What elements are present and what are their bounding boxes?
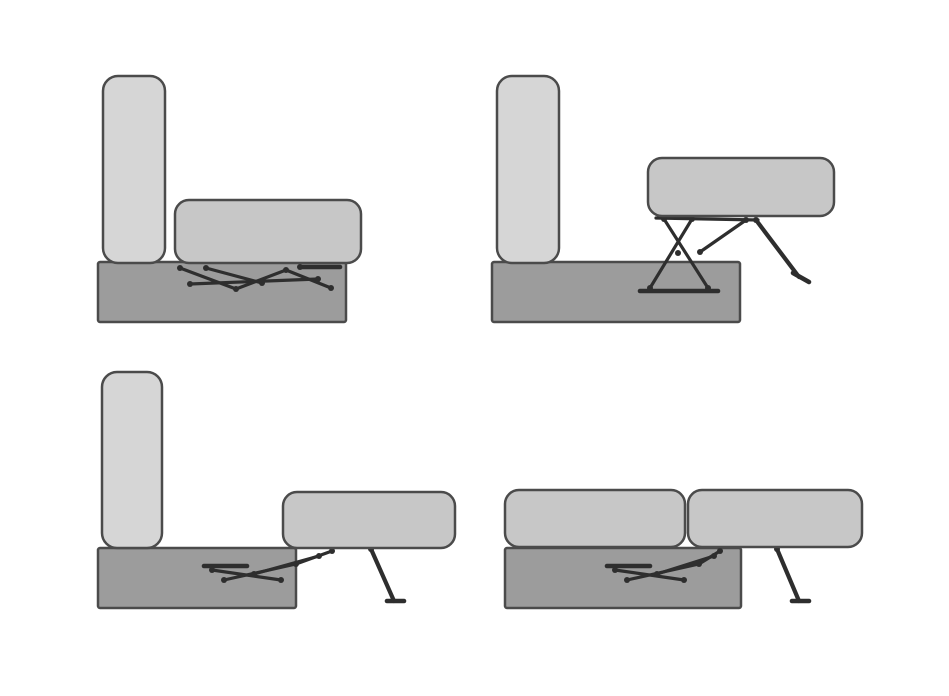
hinge-pins: [177, 264, 334, 292]
hinge-pin: [329, 548, 335, 554]
hinge-pins: [209, 546, 374, 583]
hinge-pin: [221, 577, 227, 583]
backrest-cushion: [495, 74, 561, 265]
hinge-pin: [328, 285, 334, 291]
leg-foot: [790, 270, 812, 285]
backrest-cushion: [100, 370, 164, 550]
panel-stage-4-bed-unfolded: [503, 488, 864, 610]
hinge-pin: [753, 217, 759, 223]
hinge-pin: [675, 250, 681, 256]
mechanism-link: [178, 266, 238, 291]
folding-mechanism-scissor: [637, 216, 812, 294]
hinge-pin: [647, 285, 653, 291]
bed-cushion-rear: [503, 488, 687, 549]
sofa-base: [96, 546, 298, 610]
hinge-pin: [293, 561, 299, 567]
backrest-cushion: [101, 74, 167, 265]
hinge-pin: [316, 553, 322, 559]
hinge-pin: [711, 553, 717, 559]
sofa-base: [490, 260, 742, 324]
hinge-pin: [233, 286, 239, 292]
folding-mechanism-extended: [201, 546, 407, 604]
hinge-pin: [177, 265, 183, 271]
panel-stage-1-sofa-closed: [96, 74, 363, 324]
hinge-pins: [647, 216, 759, 291]
bed-cushion-front: [686, 488, 864, 549]
hinge-pin: [624, 577, 630, 583]
mechanism-link: [234, 268, 288, 291]
hinge-pin: [209, 567, 215, 573]
hinge-pins: [612, 546, 780, 583]
hinge-pin: [187, 281, 193, 287]
hinge-pin: [259, 280, 265, 286]
hinge-pin: [743, 217, 749, 223]
folding-mechanism-folded: [177, 264, 343, 292]
hinge-pin: [696, 561, 702, 567]
support-leg: [774, 546, 802, 604]
hinge-pin: [681, 577, 687, 583]
seat-cushion: [173, 198, 363, 265]
hinge-pin: [203, 265, 209, 271]
support-leg-folded: [753, 217, 802, 280]
hinge-pin: [315, 276, 321, 282]
support-leg: [368, 546, 397, 604]
mechanism-link: [698, 218, 748, 254]
hinge-pin: [297, 264, 303, 270]
extension-arm: [294, 549, 334, 566]
hinge-pin: [705, 285, 711, 291]
seat-cushion-extended: [281, 490, 457, 550]
hinge-pin: [717, 548, 723, 554]
hinge-pin: [251, 571, 257, 577]
hinge-pin: [278, 577, 284, 583]
hinge-pin: [689, 216, 695, 222]
panel-stage-2-seat-lifted: [490, 74, 836, 324]
extension-arm: [697, 549, 722, 566]
folding-mechanism-flat: [604, 546, 812, 604]
scissor-link: [648, 217, 694, 290]
hinge-pin: [661, 216, 667, 222]
hinge-pin: [654, 571, 660, 577]
hinge-pin: [612, 567, 618, 573]
mechanism-link: [204, 266, 264, 285]
scissor-link: [662, 217, 710, 290]
top-bar: [654, 216, 760, 222]
panel-stage-3-seat-extended: [96, 370, 457, 610]
seat-cushion-lifted: [646, 156, 836, 218]
hinge-pin: [697, 249, 703, 255]
hinge-pin: [283, 267, 289, 273]
